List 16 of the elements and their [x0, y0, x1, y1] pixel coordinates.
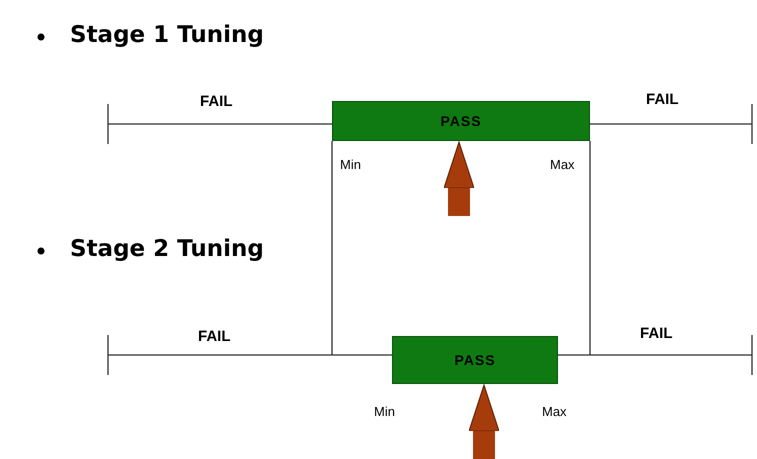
- min-label: Min: [340, 157, 361, 172]
- fail-label: FAIL: [200, 93, 232, 110]
- fail-label: FAIL: [640, 325, 672, 342]
- arrow: [468, 384, 500, 459]
- fail-label: FAIL: [198, 328, 230, 345]
- band-label: PASS: [454, 352, 496, 368]
- max-label: Max: [542, 404, 567, 419]
- min-label: Min: [374, 404, 395, 419]
- band-label: PASS: [440, 113, 482, 129]
- pass-band: [392, 336, 558, 384]
- max-label: Max: [550, 157, 575, 172]
- fail-label: FAIL: [646, 91, 678, 108]
- pass-band: [332, 101, 590, 141]
- heading: Stage 1 Tuning: [70, 22, 264, 48]
- arrow: [444, 142, 474, 216]
- heading: Stage 2 Tuning: [70, 236, 264, 262]
